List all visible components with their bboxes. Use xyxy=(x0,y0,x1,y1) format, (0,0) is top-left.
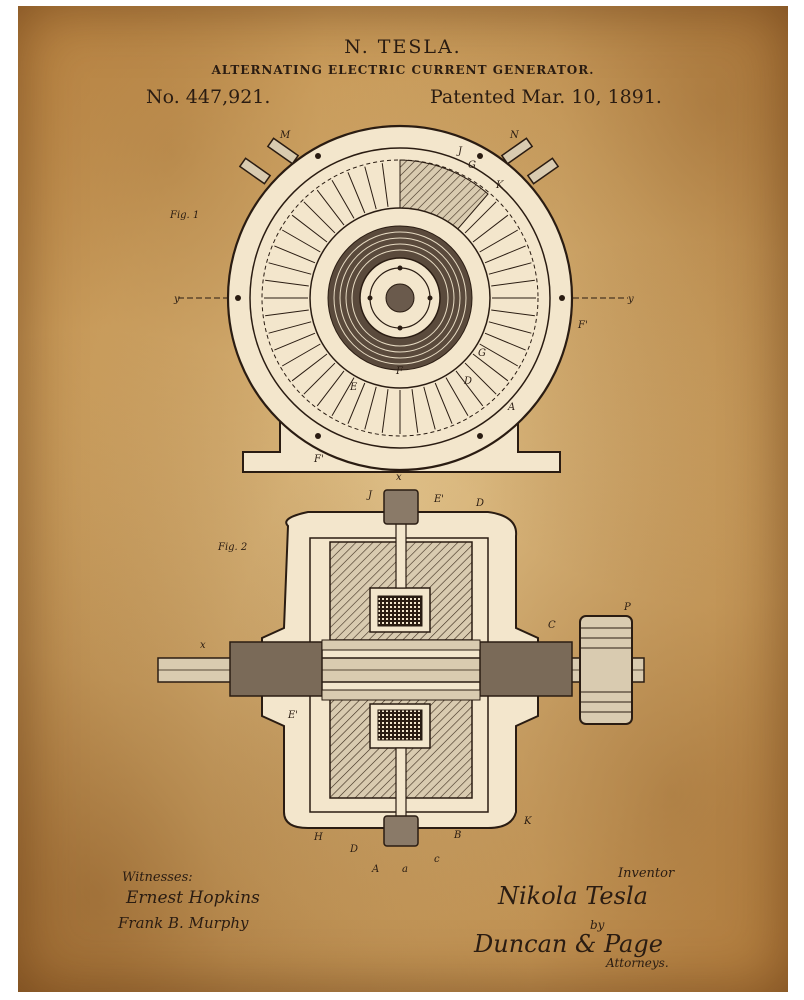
patent-drawing: Fig. 1 xyxy=(18,6,788,992)
svg-text:x: x xyxy=(200,640,206,651)
svg-text:D: D xyxy=(463,376,472,387)
fig1-label: Fig. 1 xyxy=(169,210,199,221)
witness-1-signature: Ernest Hopkins xyxy=(126,888,260,908)
inventor-label: Inventor xyxy=(618,866,674,881)
svg-text:P: P xyxy=(623,602,631,613)
svg-text:J: J xyxy=(456,146,463,157)
svg-text:y: y xyxy=(173,294,180,305)
witnesses-label: Witnesses: xyxy=(122,870,193,885)
svg-text:H: H xyxy=(313,832,323,843)
svg-text:N: N xyxy=(509,130,520,141)
figure-1: Fig. 1 xyxy=(169,126,634,472)
svg-text:D: D xyxy=(349,844,358,855)
patent-print: N. TESLA. ALTERNATING ELECTRIC CURRENT G… xyxy=(18,6,788,992)
svg-text:B: B xyxy=(453,830,461,841)
svg-text:C: C xyxy=(548,620,556,631)
svg-text:F': F' xyxy=(313,454,324,465)
attorneys-signature: Duncan & Page xyxy=(474,930,663,958)
svg-text:E': E' xyxy=(433,494,444,505)
fig2-label: Fig. 2 xyxy=(217,542,247,553)
svg-text:F': F' xyxy=(577,320,588,331)
svg-text:K: K xyxy=(495,180,504,191)
svg-text:x: x xyxy=(396,472,402,483)
inventor-signature: Nikola Tesla xyxy=(498,882,648,910)
attorneys-label: Attorneys. xyxy=(606,956,669,970)
svg-text:E: E xyxy=(349,382,358,393)
figure-2: Fig. 2 xyxy=(158,472,644,875)
svg-text:K: K xyxy=(523,816,532,827)
svg-text:J: J xyxy=(366,490,373,501)
witness-2-signature: Frank B. Murphy xyxy=(118,914,249,932)
svg-text:M: M xyxy=(279,130,291,141)
svg-text:y: y xyxy=(627,294,634,305)
svg-text:D: D xyxy=(475,498,484,509)
svg-text:F: F xyxy=(395,366,404,377)
svg-text:c: c xyxy=(434,854,440,865)
svg-text:E': E' xyxy=(287,710,298,721)
svg-text:a: a xyxy=(402,864,408,875)
svg-text:G: G xyxy=(468,160,476,171)
svg-text:A: A xyxy=(371,864,379,875)
svg-text:A: A xyxy=(507,402,515,413)
svg-text:G: G xyxy=(478,348,486,359)
